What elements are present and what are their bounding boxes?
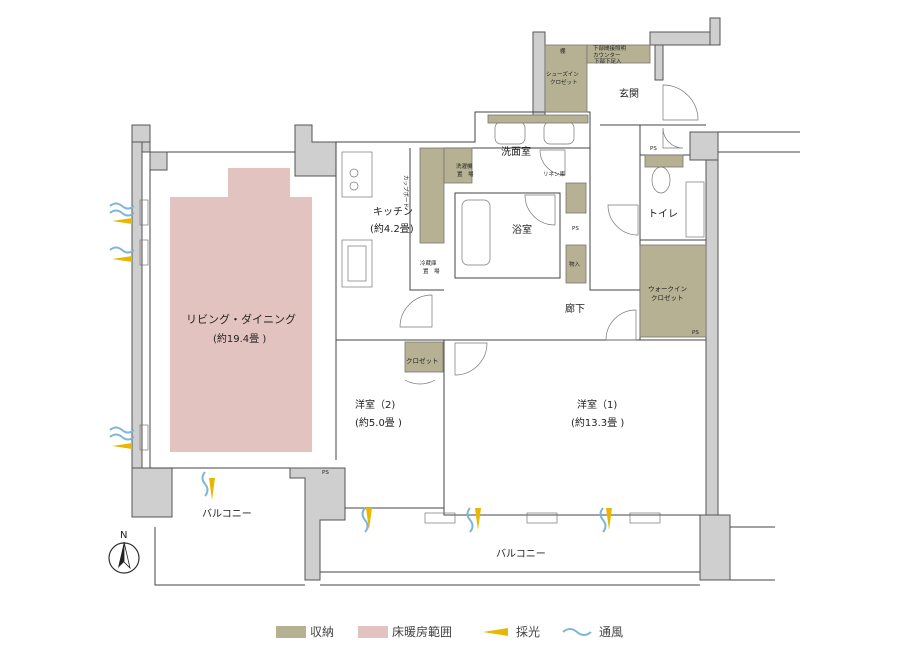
north-label: N bbox=[120, 530, 127, 541]
kitchen-size: (約4.2畳) bbox=[370, 222, 414, 235]
legend-daylight-label: 採光 bbox=[516, 625, 540, 639]
interior-lines bbox=[139, 84, 800, 586]
entrance-label: 玄関 bbox=[619, 87, 639, 100]
washing-machine-area bbox=[443, 147, 473, 184]
fridge-label-2: 置 場 bbox=[423, 267, 440, 275]
balcony-small-label: バルコニー bbox=[202, 508, 252, 520]
living-size: (約19.4畳 ) bbox=[213, 332, 266, 345]
shoes-in-label: シューズイン bbox=[546, 70, 579, 78]
storage-in-label: 物入 bbox=[569, 260, 581, 268]
bedroom2-closet bbox=[404, 341, 444, 373]
toilet-shelf bbox=[644, 154, 684, 168]
legend-storage-swatch bbox=[276, 626, 306, 638]
legend-storage-label: 収納 bbox=[310, 625, 334, 639]
western2-size: (約5.0畳 ) bbox=[355, 416, 402, 429]
counter-label-2: 下部下足入 bbox=[594, 57, 622, 65]
washroom-shelf bbox=[487, 114, 589, 124]
ps-label-1: PS bbox=[572, 226, 579, 232]
shelf-label: 棚 bbox=[560, 47, 566, 55]
balcony-large-label: バルコニー bbox=[496, 548, 546, 560]
ps-label-2: PS bbox=[650, 146, 657, 152]
downlight-label: 下部間接照明 bbox=[593, 44, 627, 52]
legend-ventilation-icon bbox=[562, 628, 592, 636]
storage-in bbox=[565, 244, 587, 284]
compass: N bbox=[108, 530, 140, 574]
toilet-label: トイレ bbox=[648, 209, 678, 220]
linen-storage bbox=[565, 182, 587, 214]
kitchen-label: キッチン bbox=[373, 206, 413, 218]
washroom-label: 洗面室 bbox=[501, 145, 531, 158]
living-label: リビング・ダイニング bbox=[186, 312, 296, 326]
cupboard bbox=[419, 147, 445, 244]
wash-machine-label: 洗濯機 bbox=[456, 162, 473, 170]
hallway-label: 廊下 bbox=[565, 302, 585, 315]
floor-heating-area bbox=[170, 168, 312, 452]
walkin-label: ウォークイン bbox=[648, 285, 687, 293]
walkin-label-2: クロゼット bbox=[651, 293, 684, 302]
counter-storage bbox=[586, 44, 651, 64]
ps-label-3: PS bbox=[692, 330, 699, 336]
legend: 収納 床暖房範囲 採光 通風 bbox=[276, 624, 623, 639]
closet-label: クロゼット bbox=[406, 356, 439, 365]
bath-label: 浴室 bbox=[512, 223, 532, 236]
wash-machine-label-2: 置 場 bbox=[457, 170, 474, 178]
shoes-in-closet bbox=[544, 44, 588, 113]
fridge-label: 冷蔵庫 bbox=[420, 259, 437, 267]
airflow-markers bbox=[109, 202, 612, 533]
walkin-closet bbox=[639, 244, 707, 338]
western1-label: 洋室（1) bbox=[577, 398, 617, 411]
linen-label: リネン庫 bbox=[543, 170, 566, 178]
walls bbox=[131, 17, 731, 581]
shoes-in-label-2: クロゼット bbox=[550, 78, 578, 86]
cupboard-label: カップボード bbox=[402, 175, 410, 208]
legend-ventilation-label: 通風 bbox=[599, 625, 623, 639]
room-labels: リビング・ダイニング (約19.4畳 ) キッチン (約4.2畳) 洗面室 浴室… bbox=[186, 44, 699, 560]
storage-areas bbox=[404, 44, 707, 373]
ps-label-4: PS bbox=[322, 470, 329, 476]
legend-heating-swatch bbox=[358, 626, 388, 638]
legend-heating-label: 床暖房範囲 bbox=[392, 624, 452, 639]
western2-label: 洋室（2) bbox=[355, 398, 395, 411]
western1-size: (約13.3畳 ) bbox=[571, 416, 624, 429]
legend-daylight-icon bbox=[483, 628, 508, 636]
counter-label: カウンター bbox=[593, 51, 621, 59]
